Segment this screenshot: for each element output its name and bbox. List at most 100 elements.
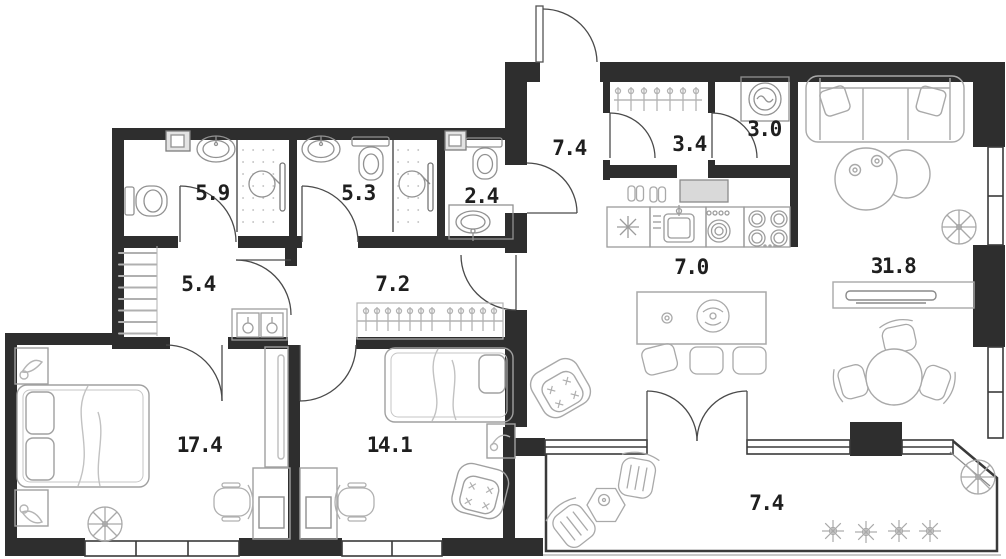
shoes-icon <box>627 185 667 203</box>
corridor-2-fixtures <box>356 302 504 340</box>
pillow-icon <box>819 85 851 117</box>
chair-icon <box>916 361 960 406</box>
snowflake-icon <box>617 216 639 238</box>
bedroom-1-door <box>165 344 223 402</box>
window-living-balcony-1 <box>544 439 648 455</box>
wall-segment <box>5 538 85 556</box>
window-bedroom-1 <box>84 540 240 557</box>
single-bed-icon <box>384 347 514 423</box>
bedroom-2-furniture <box>299 347 516 540</box>
nightstand-icon <box>14 347 49 385</box>
windows <box>84 146 1004 557</box>
wall-segment <box>973 82 1005 147</box>
pillow-icon <box>478 354 506 394</box>
tv-console-icon <box>832 281 975 309</box>
chair-icon <box>829 361 871 404</box>
washing-machine-icon <box>740 76 790 122</box>
washbasin-icon <box>448 204 514 241</box>
wall-segment <box>112 236 178 248</box>
window-living-balcony-3 <box>901 439 954 455</box>
chair-icon <box>689 346 724 375</box>
garden-chair-icon <box>542 493 602 554</box>
laundry-door <box>711 112 758 159</box>
wall-segment <box>790 82 798 247</box>
office-chair-icon <box>334 482 375 522</box>
cabinet-icon <box>165 130 191 152</box>
wall-segment <box>358 236 515 248</box>
washbasin-icon <box>301 135 341 163</box>
doors <box>165 5 758 442</box>
french-doors <box>646 390 748 442</box>
room-label-corridor-2: 7.2 <box>375 272 410 296</box>
wall-segment <box>112 337 170 349</box>
sink-icon <box>649 205 707 248</box>
bedroom-1-furniture <box>14 346 291 542</box>
wall-segment <box>112 128 515 140</box>
desk-icon <box>252 467 291 540</box>
bedroom-2-door <box>299 344 357 402</box>
wall-segment <box>515 438 545 456</box>
wall-segment <box>610 165 677 178</box>
window-living-east-1 <box>987 146 1004 246</box>
washbasin-icon <box>196 135 236 163</box>
armchair-icon <box>529 357 592 419</box>
doormat-icon <box>679 179 729 203</box>
chair-icon <box>641 343 679 376</box>
wall-segment <box>239 538 342 556</box>
laundry-fixtures <box>740 76 790 122</box>
desk-icon <box>299 467 338 540</box>
wall-segment <box>505 128 527 165</box>
room-label-corridor-1: 5.4 <box>181 272 216 296</box>
plant-icon <box>941 209 977 245</box>
wall-segment <box>600 62 1005 82</box>
flowers-icon <box>854 520 878 544</box>
room-label-living-room: 31.8 <box>870 254 917 278</box>
round-table-icon <box>865 348 923 406</box>
wardrobe-cabinet-icon <box>264 346 289 468</box>
wardrobe-fixtures <box>614 86 729 203</box>
wall-segment <box>437 140 445 236</box>
wall-segment <box>715 165 790 178</box>
wall-segment <box>603 82 610 113</box>
wardrobe-door <box>609 112 656 159</box>
kitchen-fixtures <box>606 205 791 376</box>
wall-segment <box>708 160 715 178</box>
wall-segment <box>505 310 527 427</box>
bathroom-2-door <box>301 185 359 243</box>
wall-segment <box>285 236 297 266</box>
wall-segment <box>505 62 527 128</box>
dishes-icon <box>705 206 745 248</box>
nightstand-icon <box>486 423 516 459</box>
toilet-icon <box>465 137 503 180</box>
bathroom-2-fixtures <box>301 135 434 232</box>
room-label-balcony: 7.4 <box>749 491 784 515</box>
shower-icon <box>236 140 286 232</box>
shower-icon <box>392 140 434 232</box>
room-label-bedroom-1: 17.4 <box>176 433 223 457</box>
coat-rack-icon <box>356 302 504 340</box>
room-label-bedroom-2: 14.1 <box>366 433 413 457</box>
bathroom-1-door <box>179 185 237 243</box>
towel-ladder-icon <box>118 246 158 336</box>
balcony-furniture <box>542 448 996 554</box>
living-room-furniture <box>529 75 977 419</box>
window-living-balcony-2 <box>746 439 851 455</box>
corridor-kitchen-door <box>460 254 517 311</box>
round-table-set <box>829 316 960 406</box>
pillow-icon <box>25 391 55 435</box>
room-label-bathroom-1: 5.9 <box>195 181 230 205</box>
room-label-kitchen: 7.0 <box>674 255 709 279</box>
room-label-entry-hall: 7.4 <box>552 136 587 160</box>
cabinet-icon <box>444 130 467 151</box>
wall-segment <box>850 422 902 456</box>
walls <box>5 62 1005 556</box>
wall-segment <box>288 345 300 538</box>
coffee-table-icon <box>834 147 931 211</box>
toilet-icon <box>124 185 168 217</box>
corridor-door <box>235 259 292 316</box>
dining-table-icon <box>636 291 767 376</box>
flowers-icon <box>918 519 942 543</box>
stove-icon <box>743 206 791 248</box>
clothes-rail-icon <box>614 86 702 112</box>
